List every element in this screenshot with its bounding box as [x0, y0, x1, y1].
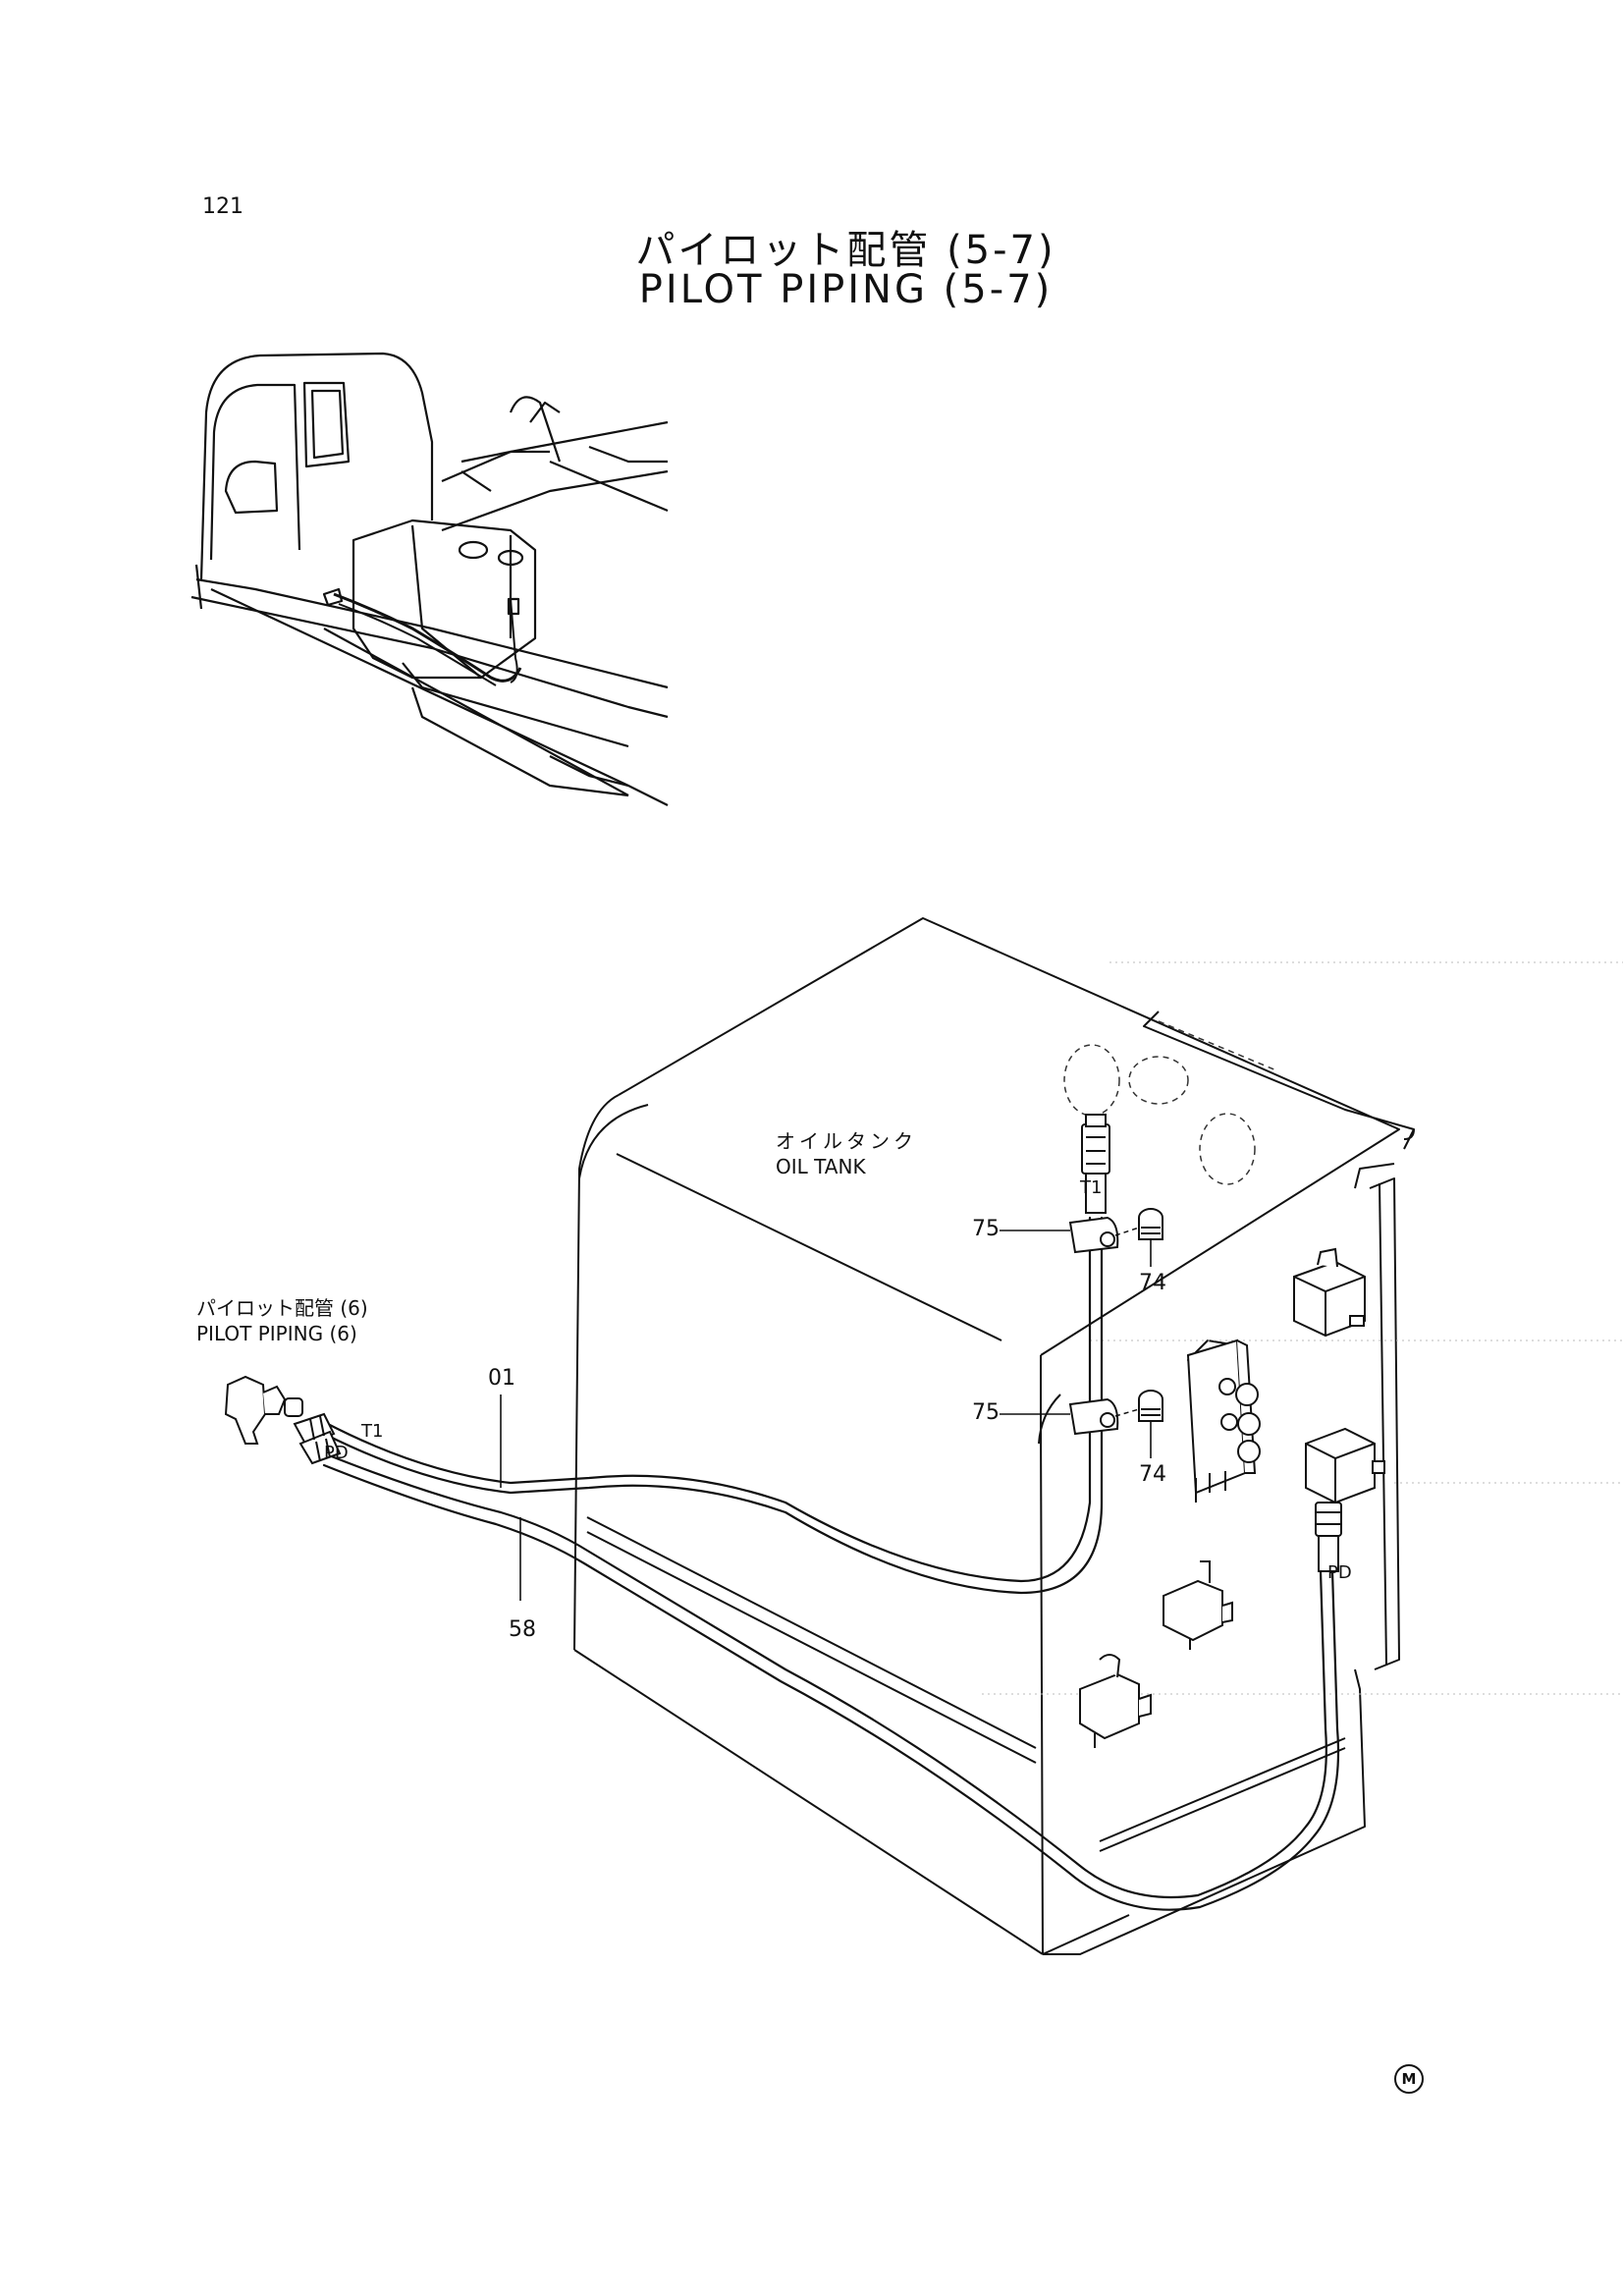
- callout-74-upper: 74: [1139, 1271, 1166, 1295]
- clamp-75-upper: [1068, 1216, 1119, 1254]
- valve-lower-left: [1079, 1654, 1152, 1748]
- bolt-74-lower: [1138, 1390, 1163, 1422]
- pilot-hoses: [322, 1216, 1340, 1911]
- faint-guides: [982, 961, 1623, 1695]
- solenoid-box-right: [1305, 1427, 1385, 1504]
- port-t1-left: T1: [361, 1421, 384, 1442]
- title-english: PILOT PIPING (5-7): [638, 267, 1054, 312]
- oil-tank-label-jp: オイルタンク: [776, 1129, 917, 1153]
- port-pd-left: PD: [324, 1443, 349, 1463]
- callout-01: 01: [488, 1366, 515, 1391]
- t1-fitting-top: [1081, 1114, 1110, 1214]
- callout-58: 58: [509, 1617, 536, 1642]
- valve-block-main: [1186, 1339, 1261, 1503]
- bolt-74-upper: [1138, 1208, 1163, 1240]
- oil-tank-label-en: OIL TANK: [776, 1155, 866, 1178]
- clamp-75-lower: [1068, 1397, 1119, 1436]
- callout-74-lower: 74: [1139, 1462, 1166, 1487]
- excavator-overview: [190, 352, 669, 806]
- phantom-outlines: [1063, 1020, 1277, 1185]
- leader-lines: [500, 1230, 1152, 1601]
- pilot-piping-ref-jp: パイロット配管 (6): [196, 1296, 368, 1320]
- port-t1-top: T1: [1080, 1177, 1103, 1198]
- left-fittings: [224, 1375, 342, 1465]
- port-pd-right: PD: [1327, 1562, 1352, 1583]
- callout-75-lower: 75: [972, 1400, 1000, 1425]
- callout-75-upper: 75: [972, 1217, 1000, 1241]
- pd-fitting-right: [1315, 1502, 1342, 1572]
- page-number: 121: [202, 194, 243, 219]
- valve-center: [1163, 1560, 1233, 1650]
- valve-box-upper-right: [1293, 1247, 1366, 1338]
- oil-tank-outline: [573, 917, 1415, 1955]
- title-japanese: パイロット配管 (5-7): [635, 228, 1056, 273]
- m-mark: M: [1394, 2064, 1424, 2094]
- pilot-piping-ref-en: PILOT PIPING (6): [196, 1322, 357, 1345]
